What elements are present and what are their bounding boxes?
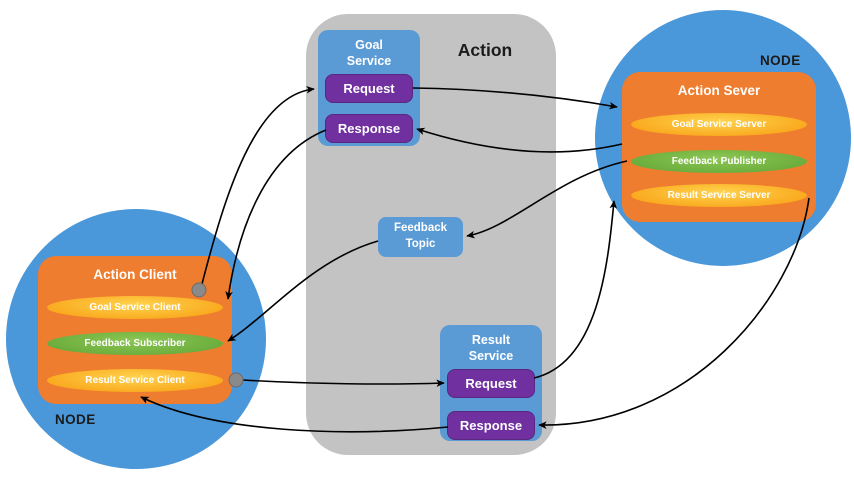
goal-service-server-pill: Goal Service Server: [631, 113, 807, 136]
result-service-title-line1: Result: [471, 333, 511, 347]
feedback-subscriber-pill: Feedback Subscriber: [47, 332, 223, 355]
feedback-topic-box: Feedback Topic: [378, 217, 463, 257]
client-node-label: NODE: [55, 412, 96, 427]
goal-service-title: Goal Service: [318, 37, 420, 70]
goal-service-box: Goal Service Request Response: [318, 30, 420, 146]
result-service-client-pill: Result Service Client: [47, 369, 223, 392]
server-node-label: NODE: [760, 53, 801, 68]
result-request-box: Request: [447, 369, 535, 398]
result-service-server-pill: Result Service Server: [631, 184, 807, 207]
goal-service-client-pill: Goal Service Client: [47, 296, 223, 319]
result-response-box: Response: [447, 411, 535, 440]
action-client-title: Action Client: [93, 267, 177, 282]
feedback-topic-line2: Topic: [405, 238, 436, 250]
result-service-title-line2: Service: [468, 349, 514, 364]
action-server-title: Action Sever: [677, 83, 761, 98]
action-server-box: Action Sever Goal Service Server Feedbac…: [622, 72, 816, 222]
goal-response-box: Response: [325, 114, 413, 143]
action-panel-title: Action: [457, 40, 513, 60]
goal-service-title-line1: Goal: [355, 38, 383, 52]
feedback-publisher-pill: Feedback Publisher: [631, 150, 807, 173]
goal-service-title-line2: Service: [346, 54, 392, 69]
feedback-topic-line1: Feedback: [393, 222, 448, 235]
result-service-title: Result Service: [440, 332, 542, 365]
goal-request-box: Request: [325, 74, 413, 103]
result-service-box: Result Service Request Response: [440, 325, 542, 441]
action-client-box: Action Client Goal Service Client Feedba…: [38, 256, 232, 404]
